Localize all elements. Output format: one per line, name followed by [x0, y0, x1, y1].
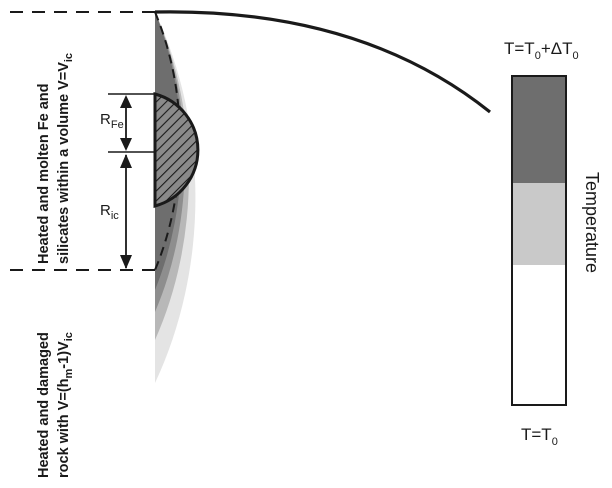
colorbar-axis-label: Temperature [582, 172, 602, 273]
molten-boundary-dashed [154, 11, 181, 271]
r-ic-dimension [120, 154, 132, 269]
colorbar-top-label: T=T0+ΔT0 [504, 39, 579, 62]
colorbar-band-hot [512, 76, 566, 183]
svg-text:Heated and damaged: Heated and damaged [36, 332, 52, 478]
svg-text:rock with V=(hm-1)Vic: rock with V=(hm-1)Vic [56, 332, 75, 478]
svg-text:silicates within a volume V=Vi: silicates within a volume V=Vic [56, 53, 75, 264]
colorbar-frame [511, 75, 567, 406]
side-label-upper: Heated and molten Fe and silicates withi… [36, 53, 75, 264]
colorbar-bottom-label: T=T0 [521, 425, 558, 448]
svg-text:Heated and molten Fe and: Heated and molten Fe and [36, 84, 52, 264]
temperature-colorbar [511, 75, 567, 406]
r-ic-label: Ric [100, 202, 119, 222]
center-temperature-label: T=T0+ΔT0 [190, 61, 265, 84]
iron-core-hatched [153, 92, 200, 208]
side-label-lower: Heated and damaged rock with V=(hm-1)Vic [36, 332, 75, 478]
target-surface-curve [154, 10, 491, 114]
colorbar-band-warm [512, 183, 566, 265]
r-fe-dimension [108, 93, 155, 153]
r-fe-label: RFe [100, 111, 124, 131]
colorbar-band-cool [512, 265, 566, 405]
